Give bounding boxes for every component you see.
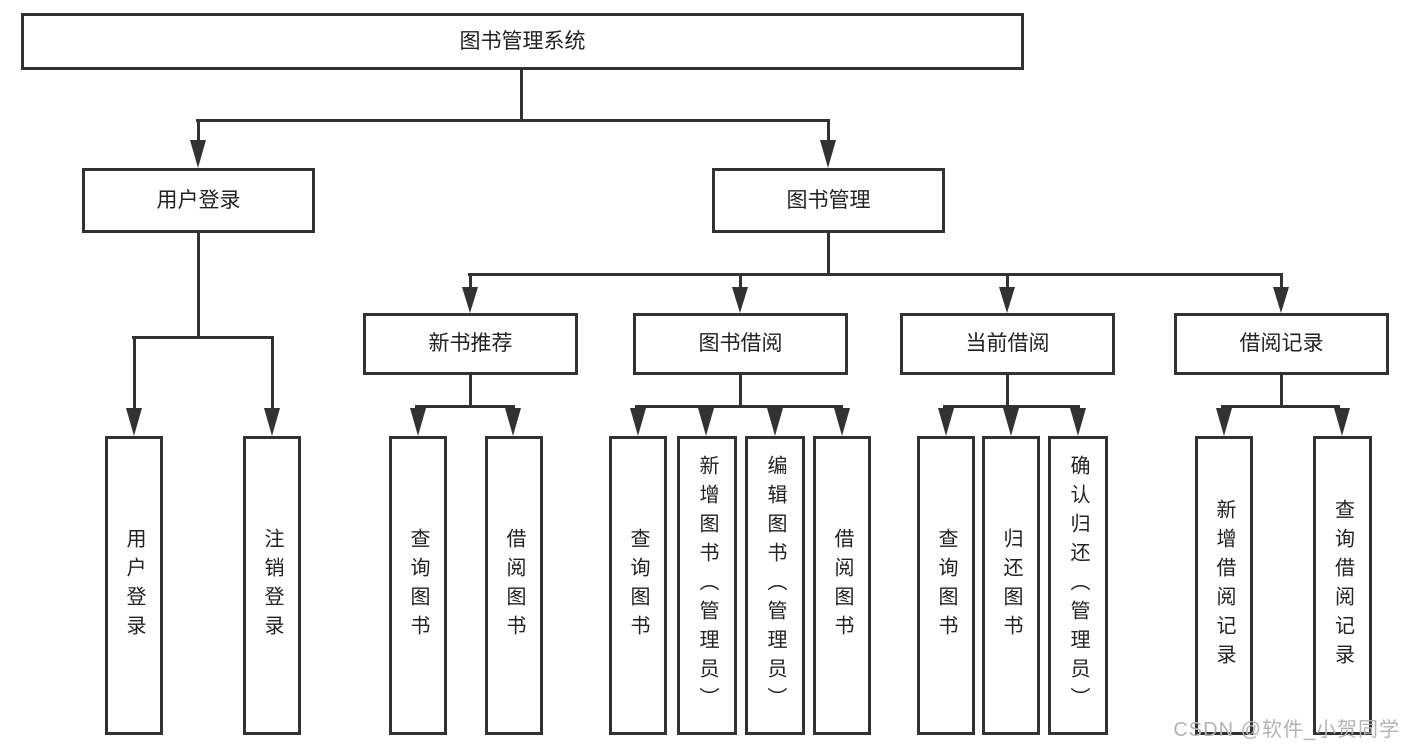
arrowhead-down-icon <box>1334 408 1350 436</box>
connector-level2-rail <box>196 119 830 122</box>
node-current-borrowing: 当前借阅 <box>900 313 1115 375</box>
connector-stem <box>1280 375 1283 405</box>
leaf-borrowing-add-books-admin: 新增图书（管理员） <box>677 436 737 735</box>
connector-stem <box>739 276 742 287</box>
arrowhead-down-icon <box>1273 287 1289 313</box>
arrowhead-down-icon <box>938 408 954 436</box>
leaf-records-query-borrow-record: 查询借阅记录 <box>1313 436 1372 735</box>
leaf-borrowing-query-books: 查询图书 <box>609 436 667 735</box>
leaf-current-query-books: 查询图书 <box>917 436 975 735</box>
connector-root-stem <box>520 70 523 120</box>
connector-rail <box>415 405 515 408</box>
node-book-management: 图书管理 <box>712 168 945 233</box>
node-library-management-system: 图书管理系统 <box>21 13 1024 70</box>
connector-stem <box>133 339 136 410</box>
arrowhead-down-icon <box>264 408 280 436</box>
connector-stem <box>1006 375 1009 405</box>
arrowhead-down-icon <box>462 287 478 313</box>
node-book-borrowing: 图书借阅 <box>633 313 848 375</box>
connector-stem <box>469 375 472 405</box>
connector-user-login-stem <box>197 233 200 336</box>
arrowhead-down-icon <box>1070 408 1086 436</box>
node-borrowing-records: 借阅记录 <box>1174 313 1389 375</box>
arrowhead-down-icon <box>834 408 850 436</box>
leaf-current-confirm-return-admin: 确认归还（管理员） <box>1048 436 1108 735</box>
connector-stem <box>1280 276 1283 287</box>
node-new-book-recommendation: 新书推荐 <box>363 313 578 375</box>
leaf-borrowing-borrow-books: 借阅图书 <box>813 436 871 735</box>
connector-stem <box>271 339 274 410</box>
connector-user-login-rail <box>132 336 274 339</box>
arrowhead-down-icon <box>698 408 714 436</box>
connector-stem <box>1006 276 1009 287</box>
connector-rail <box>635 405 843 408</box>
arrowhead-down-icon <box>999 287 1015 313</box>
leaf-records-add-borrow-record: 新增借阅记录 <box>1195 436 1253 735</box>
connector-stem <box>827 122 830 140</box>
leaf-user-login: 用户登录 <box>105 436 163 735</box>
connector-stem <box>469 276 472 287</box>
connector-rail <box>1221 405 1340 408</box>
arrowhead-down-icon <box>190 140 206 168</box>
arrowhead-down-icon <box>732 287 748 313</box>
leaf-recommend-borrow-books: 借阅图书 <box>485 436 543 735</box>
connector-stem <box>739 375 742 405</box>
arrowhead-down-icon <box>630 408 646 436</box>
arrowhead-down-icon <box>1003 408 1019 436</box>
leaf-logout: 注销登录 <box>243 436 301 735</box>
arrowhead-down-icon <box>767 408 783 436</box>
connector-level3-rail <box>468 273 1283 276</box>
arrowhead-down-icon <box>505 408 521 436</box>
arrowhead-down-icon <box>126 408 142 436</box>
arrowhead-down-icon <box>820 140 836 168</box>
leaf-current-return-books: 归还图书 <box>982 436 1040 735</box>
csdn-watermark: CSDN @软件_小贺同学 <box>1173 719 1400 741</box>
connector-book-mgmt-stem <box>827 233 830 273</box>
connector-stem <box>197 122 200 140</box>
leaf-recommend-query-books: 查询图书 <box>389 436 447 735</box>
leaf-borrowing-edit-books-admin: 编辑图书（管理员） <box>745 436 805 735</box>
connector-rail <box>943 405 1080 408</box>
arrowhead-down-icon <box>1216 408 1232 436</box>
node-user-login: 用户登录 <box>82 168 315 233</box>
arrowhead-down-icon <box>410 408 426 436</box>
